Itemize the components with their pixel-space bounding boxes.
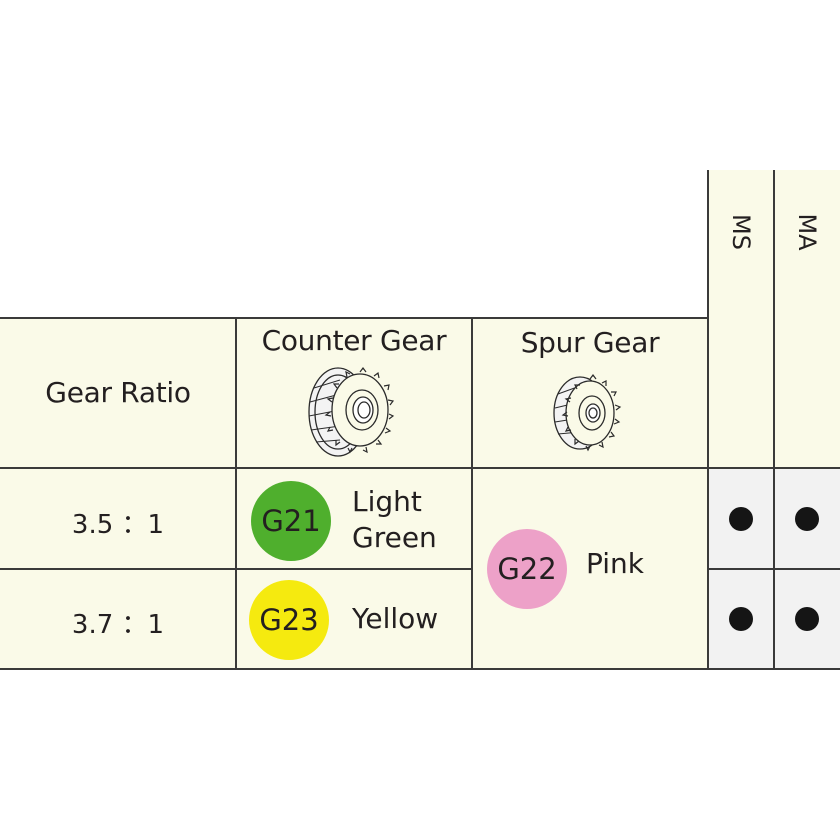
counter-gear-header: Counter Gear xyxy=(261,324,447,357)
ma-compatible-dot xyxy=(795,507,819,531)
spur-gear-icon xyxy=(553,374,622,452)
grid-line-bottom xyxy=(0,668,840,670)
spur-gear-color-name: Pink xyxy=(586,547,645,580)
ms-compatible-dot xyxy=(729,507,753,531)
grid-line-header-bottom xyxy=(0,467,840,469)
grid-line-top xyxy=(0,317,709,319)
counter-gear-color-name-line2: Green xyxy=(352,521,437,554)
grid-line-col-3 xyxy=(707,170,709,669)
counter-gear-icon xyxy=(308,367,395,457)
counter-gear-color-name: Light xyxy=(352,485,422,518)
ma-column-header xyxy=(774,170,840,468)
spur-gear-code-badge: G22 xyxy=(487,529,567,609)
ma-header: MA xyxy=(793,213,821,251)
ma-compatible-dot xyxy=(795,607,819,631)
grid-line-col-4 xyxy=(773,170,775,669)
gear-ratio-value: 3.5 ：1 xyxy=(71,510,165,540)
ms-compatible-dot xyxy=(729,607,753,631)
ms-header: MS xyxy=(727,214,755,250)
ms-column-header xyxy=(708,170,774,468)
grid-line-col-2 xyxy=(471,318,473,669)
counter-gear-code-badge: G21 xyxy=(251,481,331,561)
grid-line-col-1 xyxy=(235,318,237,669)
counter-gear-color-name: Yellow xyxy=(352,602,439,635)
gear-ratio-header: Gear Ratio xyxy=(45,376,191,409)
gear-ratio-value: 3.7 ：1 xyxy=(71,610,165,640)
counter-gear-code-badge: G23 xyxy=(249,580,329,660)
spur-gear-header: Spur Gear xyxy=(520,326,660,359)
